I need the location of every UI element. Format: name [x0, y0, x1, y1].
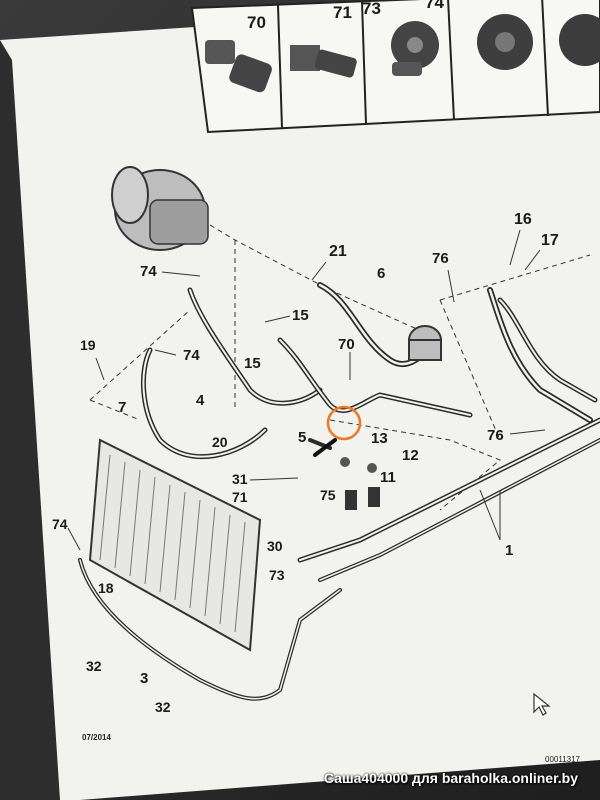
screen-bezel-left: [0, 40, 60, 800]
mouse-cursor-icon: [532, 692, 554, 718]
callout-3: 3: [140, 670, 148, 687]
callout-19: 19: [80, 337, 96, 353]
callout-32a: 32: [86, 658, 102, 674]
bolt-74-icon: [477, 14, 533, 70]
nut-73-icon: [391, 21, 439, 76]
date-code: 07/2014: [82, 733, 111, 742]
callout-15b: 15: [244, 355, 261, 372]
callout-76a: 76: [432, 250, 449, 267]
strip-label-73: 73: [362, 0, 381, 18]
strip-label-70: 70: [247, 13, 266, 32]
callout-5: 5: [298, 429, 306, 446]
compressor-icon: [111, 166, 209, 251]
part-extra-icon: [559, 14, 600, 66]
strip-label-71: 71: [333, 3, 352, 22]
callout-17: 17: [541, 232, 559, 249]
callout-70: 70: [338, 336, 355, 353]
callout-30: 30: [267, 538, 283, 554]
callout-18: 18: [98, 580, 114, 596]
callout-4: 4: [196, 392, 205, 409]
watermark: Саша404000 для baraholka.onliner.by: [323, 770, 578, 786]
callout-12: 12: [402, 447, 419, 464]
callout-75: 75: [320, 487, 336, 503]
callout-74b: 74: [183, 347, 200, 364]
callout-21: 21: [329, 243, 347, 260]
condenser-icon: [88, 438, 262, 652]
strip-label-74: 74: [425, 0, 444, 12]
callout-73: 73: [269, 567, 285, 583]
callout-7: 7: [118, 399, 126, 416]
receiver-drier-icon: [408, 325, 442, 361]
callout-1: 1: [505, 542, 513, 559]
callout-32b: 32: [155, 699, 171, 715]
highlight-circle: [326, 405, 362, 441]
callout-16: 16: [514, 211, 532, 228]
ref-code: 00011317: [545, 755, 581, 764]
callout-13: 13: [371, 430, 388, 447]
callouts: 1 3 4 5 6 7 11 12 13 15 15 16 17 18 19 2…: [52, 211, 559, 715]
parts-strip: 70 71 73 74: [190, 0, 600, 134]
callout-leaders: [67, 229, 546, 551]
callout-31: 31: [232, 471, 248, 487]
callout-74c: 74: [52, 516, 68, 532]
callout-6: 6: [377, 265, 385, 282]
stud-71-icon: [290, 45, 357, 78]
callout-74a: 74: [140, 263, 157, 280]
callout-15a: 15: [292, 307, 309, 324]
bolt-70-icon: [205, 40, 272, 93]
callout-71: 71: [232, 489, 248, 505]
callout-11: 11: [380, 469, 396, 486]
callout-76b: 76: [487, 427, 504, 444]
callout-20: 20: [212, 434, 228, 450]
valve-icons: [340, 457, 380, 510]
leader-dashes: [89, 224, 591, 511]
